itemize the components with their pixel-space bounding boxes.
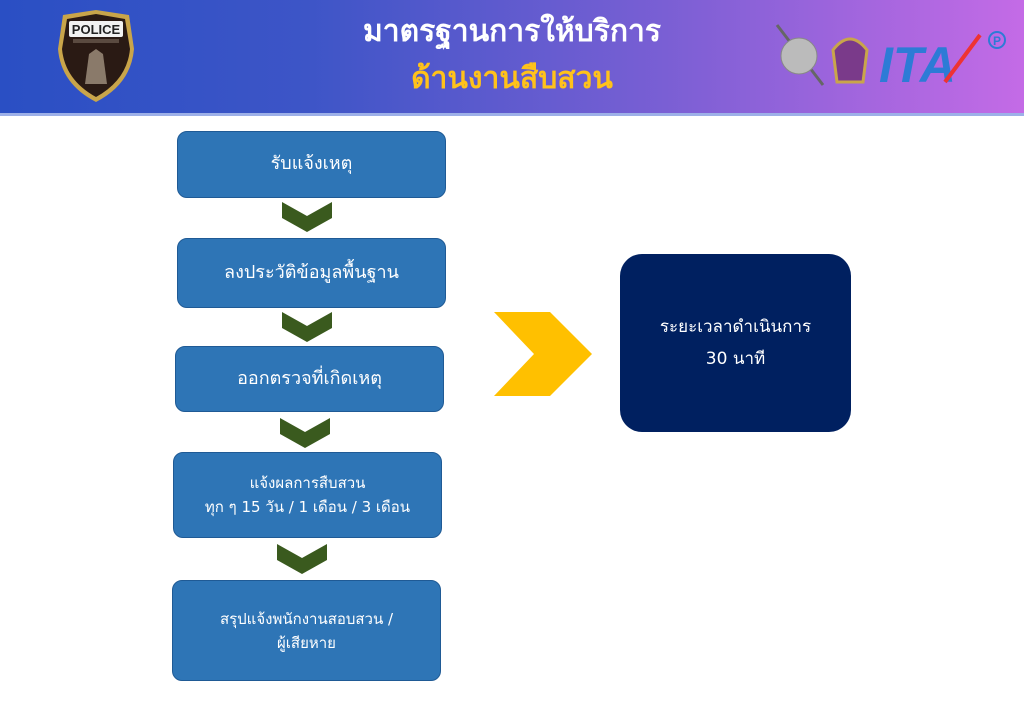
duration-label: ระยะเวลาดำเนินการ [659, 316, 812, 337]
chevron-down-icon [277, 544, 327, 574]
step-label: สรุปแจ้งพนักงานสอบสวน / [219, 609, 394, 628]
step-label: ออกตรวจที่เกิดเหตุ [237, 367, 382, 389]
step-5-summary: สรุปแจ้งพนักงานสอบสวน / ผู้เสียหาย [172, 580, 441, 681]
svg-text:POLICE: POLICE [72, 22, 121, 37]
page-subtitle: ด้านงานสืบสวน [411, 61, 613, 96]
crest-icon [831, 37, 869, 84]
step-label: แจ้งผลการสืบสวน [249, 474, 366, 492]
duration-value: 30 นาที [705, 349, 766, 369]
svg-text:ITA: ITA [879, 37, 956, 90]
step-4-report-results: แจ้งผลการสืบสวน ทุก ๆ 15 วัน / 1 เดือน /… [173, 452, 442, 538]
partner-logos: ITA P [775, 24, 1006, 90]
chevron-down-icon [282, 202, 332, 232]
step-label: ลงประวัติข้อมูลพื้นฐาน [224, 261, 399, 283]
step-1-receive-report: รับแจ้งเหตุ [177, 131, 446, 198]
page-title: มาตรฐานการให้บริการ [363, 14, 661, 49]
step-detail: ทุก ๆ 15 วัน / 1 เดือน / 3 เดือน [204, 498, 411, 516]
chevron-right-icon [494, 312, 592, 396]
police-badge-logo: POLICE [58, 10, 134, 102]
chevron-down-icon [280, 418, 330, 448]
step-3-inspect-scene: ออกตรวจที่เกิดเหตุ [175, 346, 444, 412]
step-2-record-data: ลงประวัติข้อมูลพื้นฐาน [177, 238, 446, 308]
emblem-icon [775, 24, 825, 86]
header-banner: POLICE มาตรฐานการให้บริการ ด้านงานสืบสวน… [0, 0, 1024, 116]
chevron-down-icon [282, 312, 332, 342]
duration-box: ระยะเวลาดำเนินการ 30 นาที [620, 254, 851, 432]
step-detail: ผู้เสียหาย [277, 633, 336, 652]
svg-text:P: P [993, 34, 1001, 48]
step-label: รับแจ้งเหตุ [270, 153, 353, 175]
